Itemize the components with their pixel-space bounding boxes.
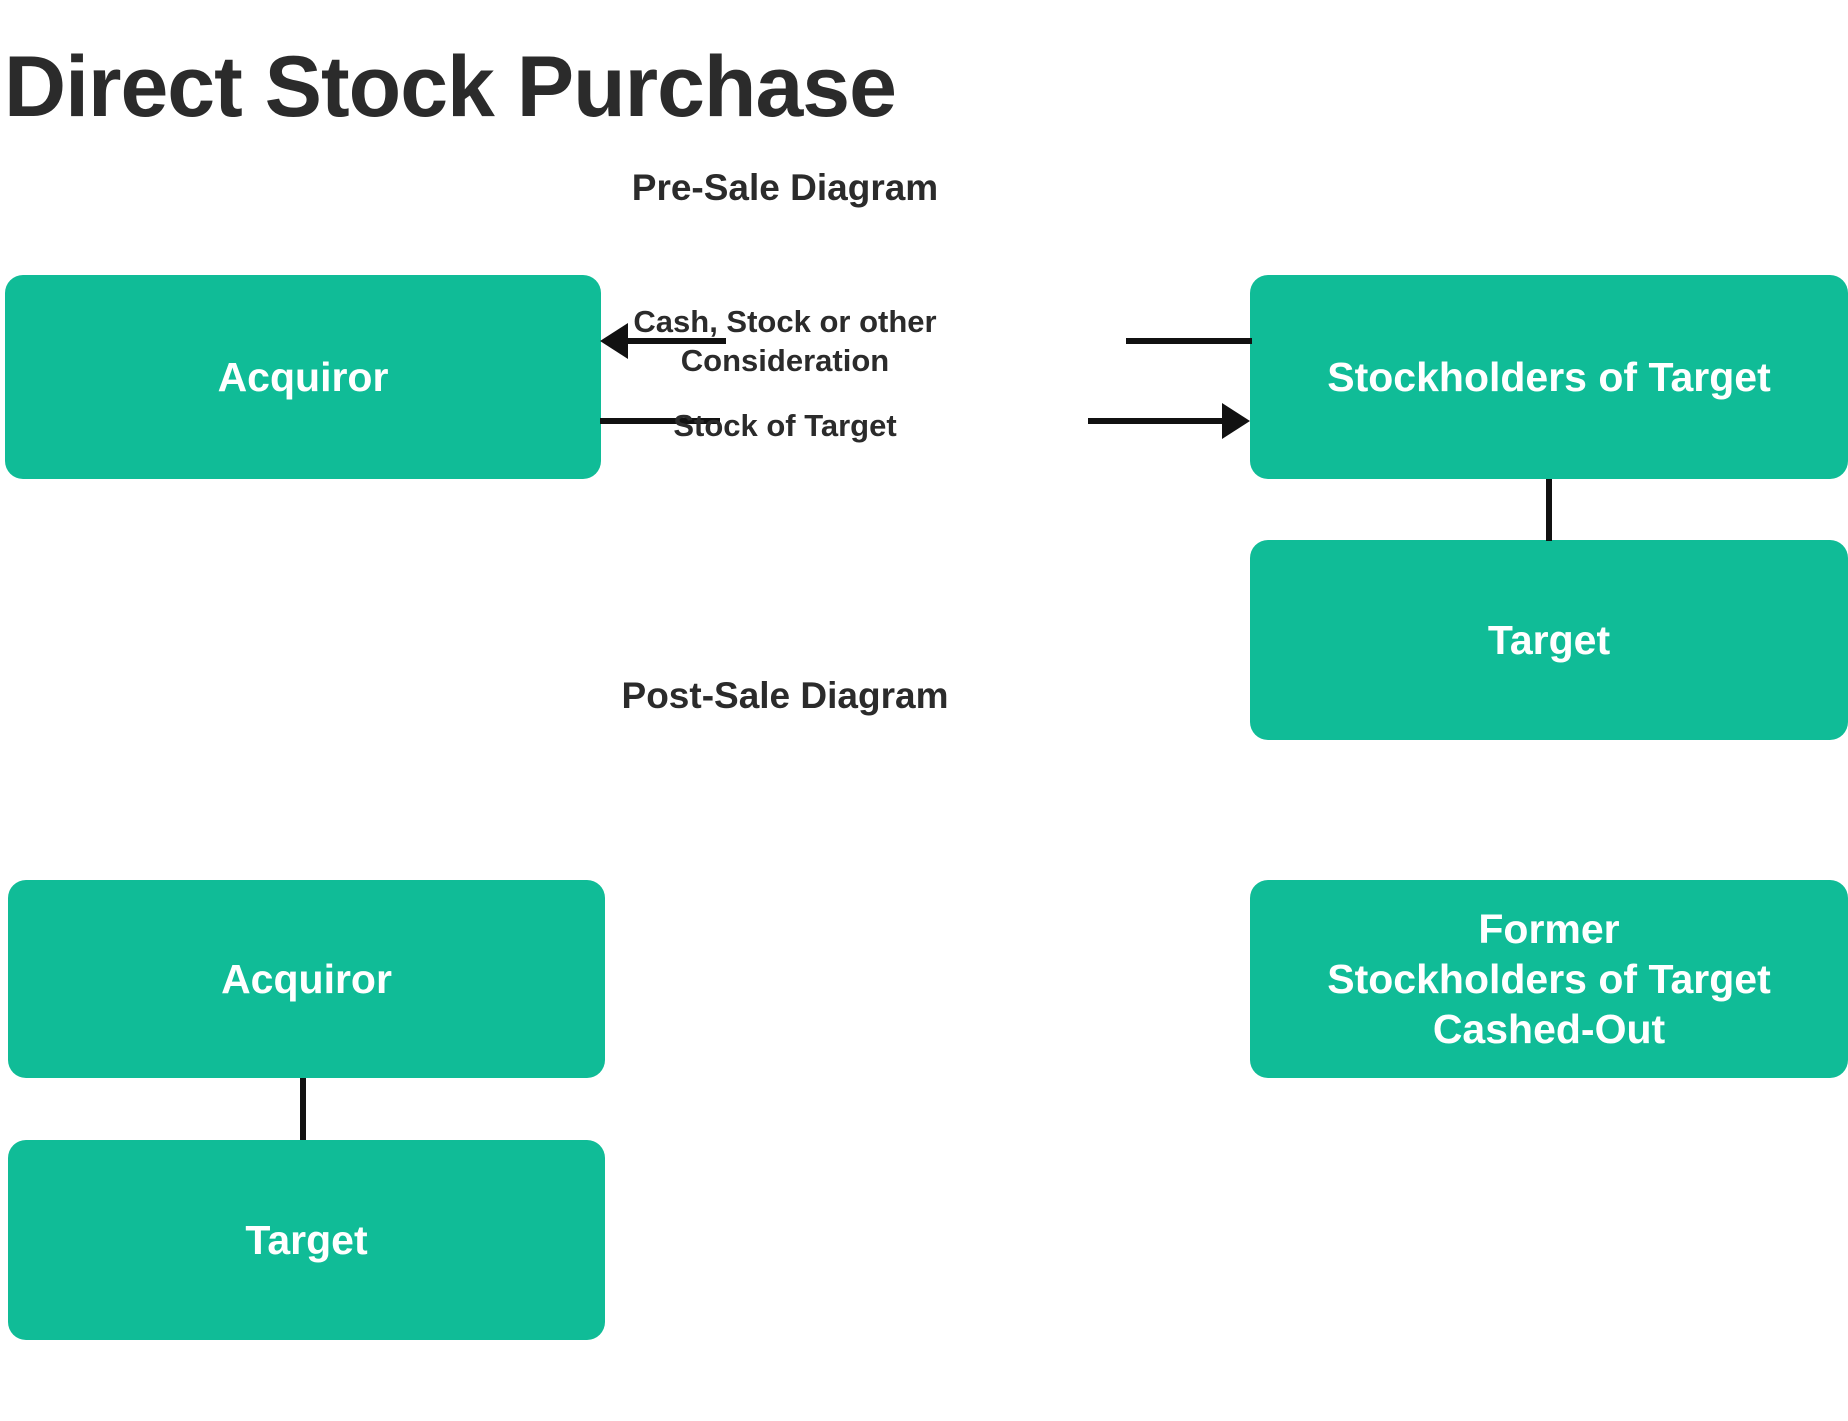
page-title: Direct Stock Purchase bbox=[4, 39, 897, 135]
consideration-arrow-line-right bbox=[1126, 338, 1252, 344]
consideration-edge-label: Cash, Stock or other Consideration bbox=[633, 304, 937, 379]
postsale-target-box[interactable]: Target bbox=[8, 1140, 605, 1340]
presale-stockholders-of-target-box[interactable]: Stockholders of Target bbox=[1250, 275, 1848, 479]
presale-stockholders-target-connector bbox=[1546, 479, 1552, 541]
presale-acquiror-box[interactable]: Acquiror bbox=[5, 275, 601, 479]
postsale-acquiror-box[interactable]: Acquiror bbox=[8, 880, 605, 1078]
presale-target-label: Target bbox=[1487, 616, 1611, 663]
presale-acquiror-label: Acquiror bbox=[217, 353, 389, 400]
postsale-former-stockholders-label: Former Stockholders of Target Cashed-Out bbox=[1327, 905, 1771, 1052]
stock-of-target-arrowhead-right-icon bbox=[1222, 403, 1250, 439]
presale-stockholders-of-target-label: Stockholders of Target bbox=[1327, 353, 1771, 400]
consideration-arrow-line-left bbox=[626, 338, 726, 344]
presale-target-box[interactable]: Target bbox=[1250, 540, 1848, 740]
presale-section-heading: Pre-Sale Diagram bbox=[631, 167, 939, 208]
postsale-acquiror-target-connector bbox=[300, 1078, 306, 1140]
stock-of-target-arrow-line-right bbox=[1088, 418, 1226, 424]
consideration-arrowhead-left-icon bbox=[600, 323, 628, 359]
postsale-acquiror-label: Acquiror bbox=[221, 955, 392, 1002]
postsale-section-heading: Post-Sale Diagram bbox=[621, 675, 949, 716]
stock-of-target-arrow-line-left bbox=[600, 418, 720, 424]
stock-of-target-edge-label: Stock of Target bbox=[673, 408, 897, 443]
postsale-former-stockholders-box[interactable]: Former Stockholders of Target Cashed-Out bbox=[1250, 880, 1848, 1078]
postsale-target-label: Target bbox=[245, 1216, 368, 1263]
